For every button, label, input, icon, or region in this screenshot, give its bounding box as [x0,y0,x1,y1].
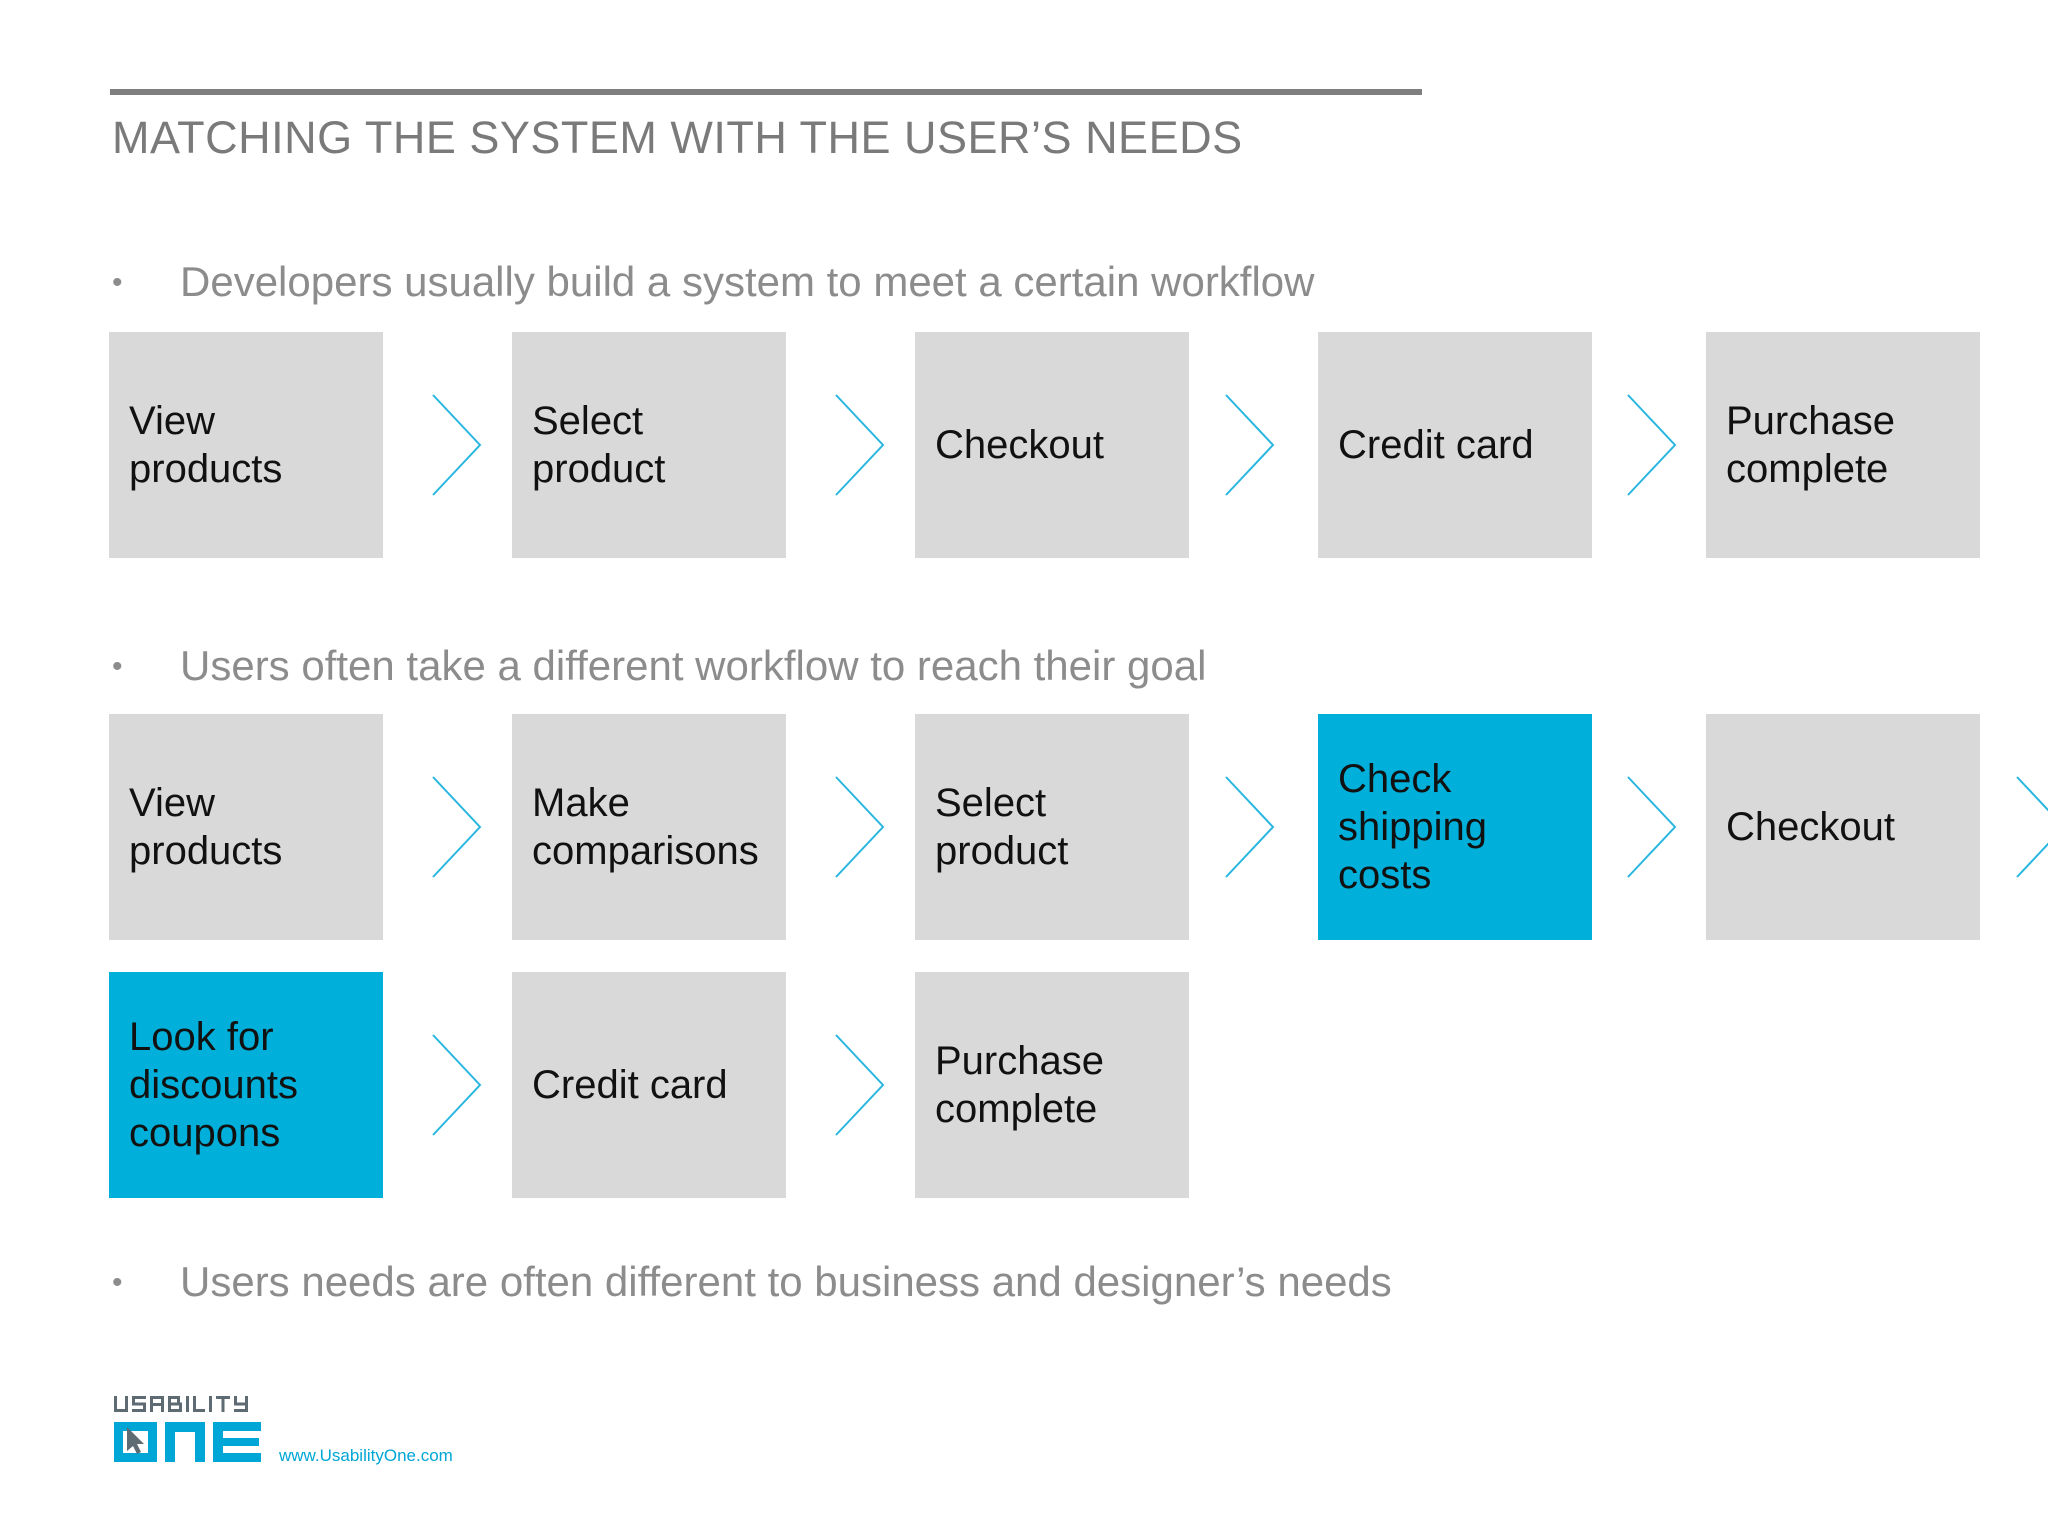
slide-title: MATCHING THE SYSTEM WITH THE USER’S NEED… [112,112,1243,163]
chevron-right-icon [428,1030,488,1140]
bullet-developer-workflow: • Developers usually build a system to me… [112,258,1315,306]
usability-one-logo [113,1394,263,1466]
website-link[interactable]: www.UsabilityOne.com [279,1446,453,1465]
chevron-right-icon [1221,772,1281,882]
title-rule [110,89,1422,95]
chevron-right-icon [1623,390,1683,500]
bullet-user-workflow: • Users often take a different workflow t… [112,642,1206,690]
user-step-credit-card: Credit card [512,972,786,1198]
dev-step-checkout: Checkout [915,332,1189,558]
chevron-right-icon [428,772,488,882]
bullet-dot: • [112,1266,123,1299]
step-label: Checkout [935,423,1104,467]
chevron-right-icon [2012,772,2048,882]
chevron-right-icon [428,390,488,500]
step-label: Checkout [1726,805,1895,849]
bullet-text: Users often take a different workflow to… [180,642,1207,689]
dev-step-credit-card: Credit card [1318,332,1592,558]
chevron-right-icon [831,772,891,882]
chevron-right-icon [831,1030,891,1140]
user-step-checkout: Checkout [1706,714,1980,940]
step-label: Credit card [1338,423,1534,467]
bullet-dot: • [112,650,123,683]
chevron-right-icon [1221,390,1281,500]
bullet-user-needs: • Users needs are often different to busi… [112,1258,1392,1306]
step-label: Credit card [532,1063,728,1107]
bullet-dot: • [112,266,123,299]
bullet-text: Developers usually build a system to mee… [180,258,1315,305]
chevron-right-icon [1623,772,1683,882]
chevron-right-icon [831,390,891,500]
bullet-text: Users needs are often different to busin… [180,1258,1392,1305]
